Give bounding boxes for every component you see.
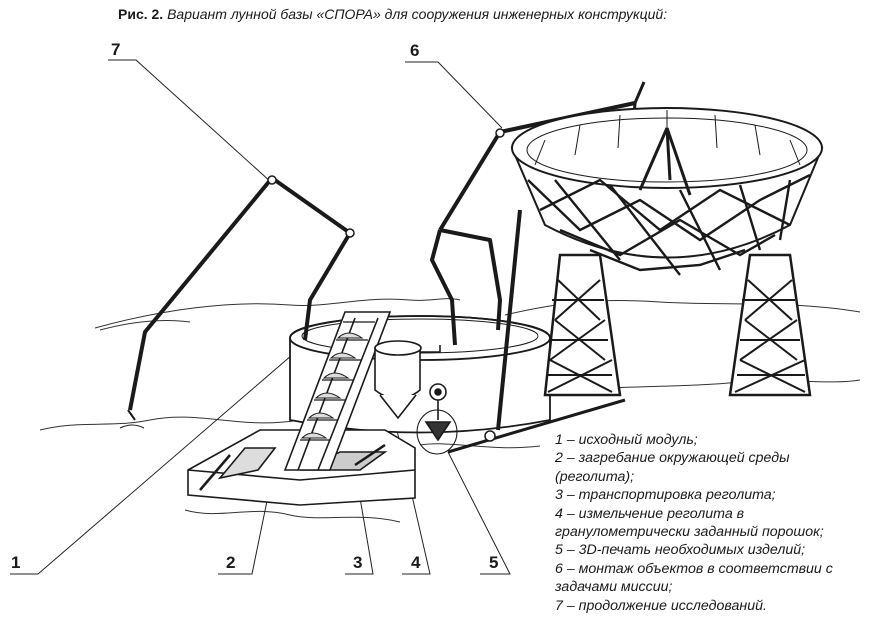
legend-item-6: 6 – монтаж объектов в соответствии с зад…	[555, 560, 833, 596]
dish-antenna	[510, 107, 824, 276]
callout-numbers: 1 2 3 4 5 6 7	[11, 40, 498, 572]
regolith-grinder	[374, 340, 441, 420]
legend-item-3: 3 – транспортировка реголита;	[555, 487, 776, 504]
legend-item-1: 1 – исходный модуль;	[555, 432, 698, 448]
printer-nozzle	[416, 383, 626, 455]
legend-item-7: 7 – продолжение исследований.	[555, 597, 767, 614]
callout-6: 6	[410, 41, 419, 60]
callout-7: 7	[111, 40, 120, 59]
legend-item-4: 4 – измельчение реголита в гранулометрич…	[555, 505, 824, 541]
callout-4: 4	[411, 553, 421, 572]
figure-caption: Рис. 2. Вариант лунной базы «СПОРА» для …	[118, 6, 667, 22]
legend-item-2: 2 – загребание окружающей среды (реголит…	[555, 450, 790, 485]
callout-1: 1	[11, 553, 20, 572]
figure-title: Вариант лунной базы «СПОРА» для сооружен…	[167, 6, 668, 22]
legend-list: 1 – исходный модуль; 2 – загребание окру…	[555, 431, 865, 615]
callout-2: 2	[226, 553, 235, 572]
regolith-conveyor	[283, 311, 392, 471]
exploration-arm	[119, 175, 355, 429]
callout-3: 3	[353, 553, 362, 572]
antenna-towers	[543, 253, 812, 397]
legend-item-5: 5 – 3D-печать необходимых изделий;	[555, 542, 806, 559]
callout-5: 5	[489, 553, 498, 572]
figure-label: Рис. 2.	[118, 6, 164, 22]
